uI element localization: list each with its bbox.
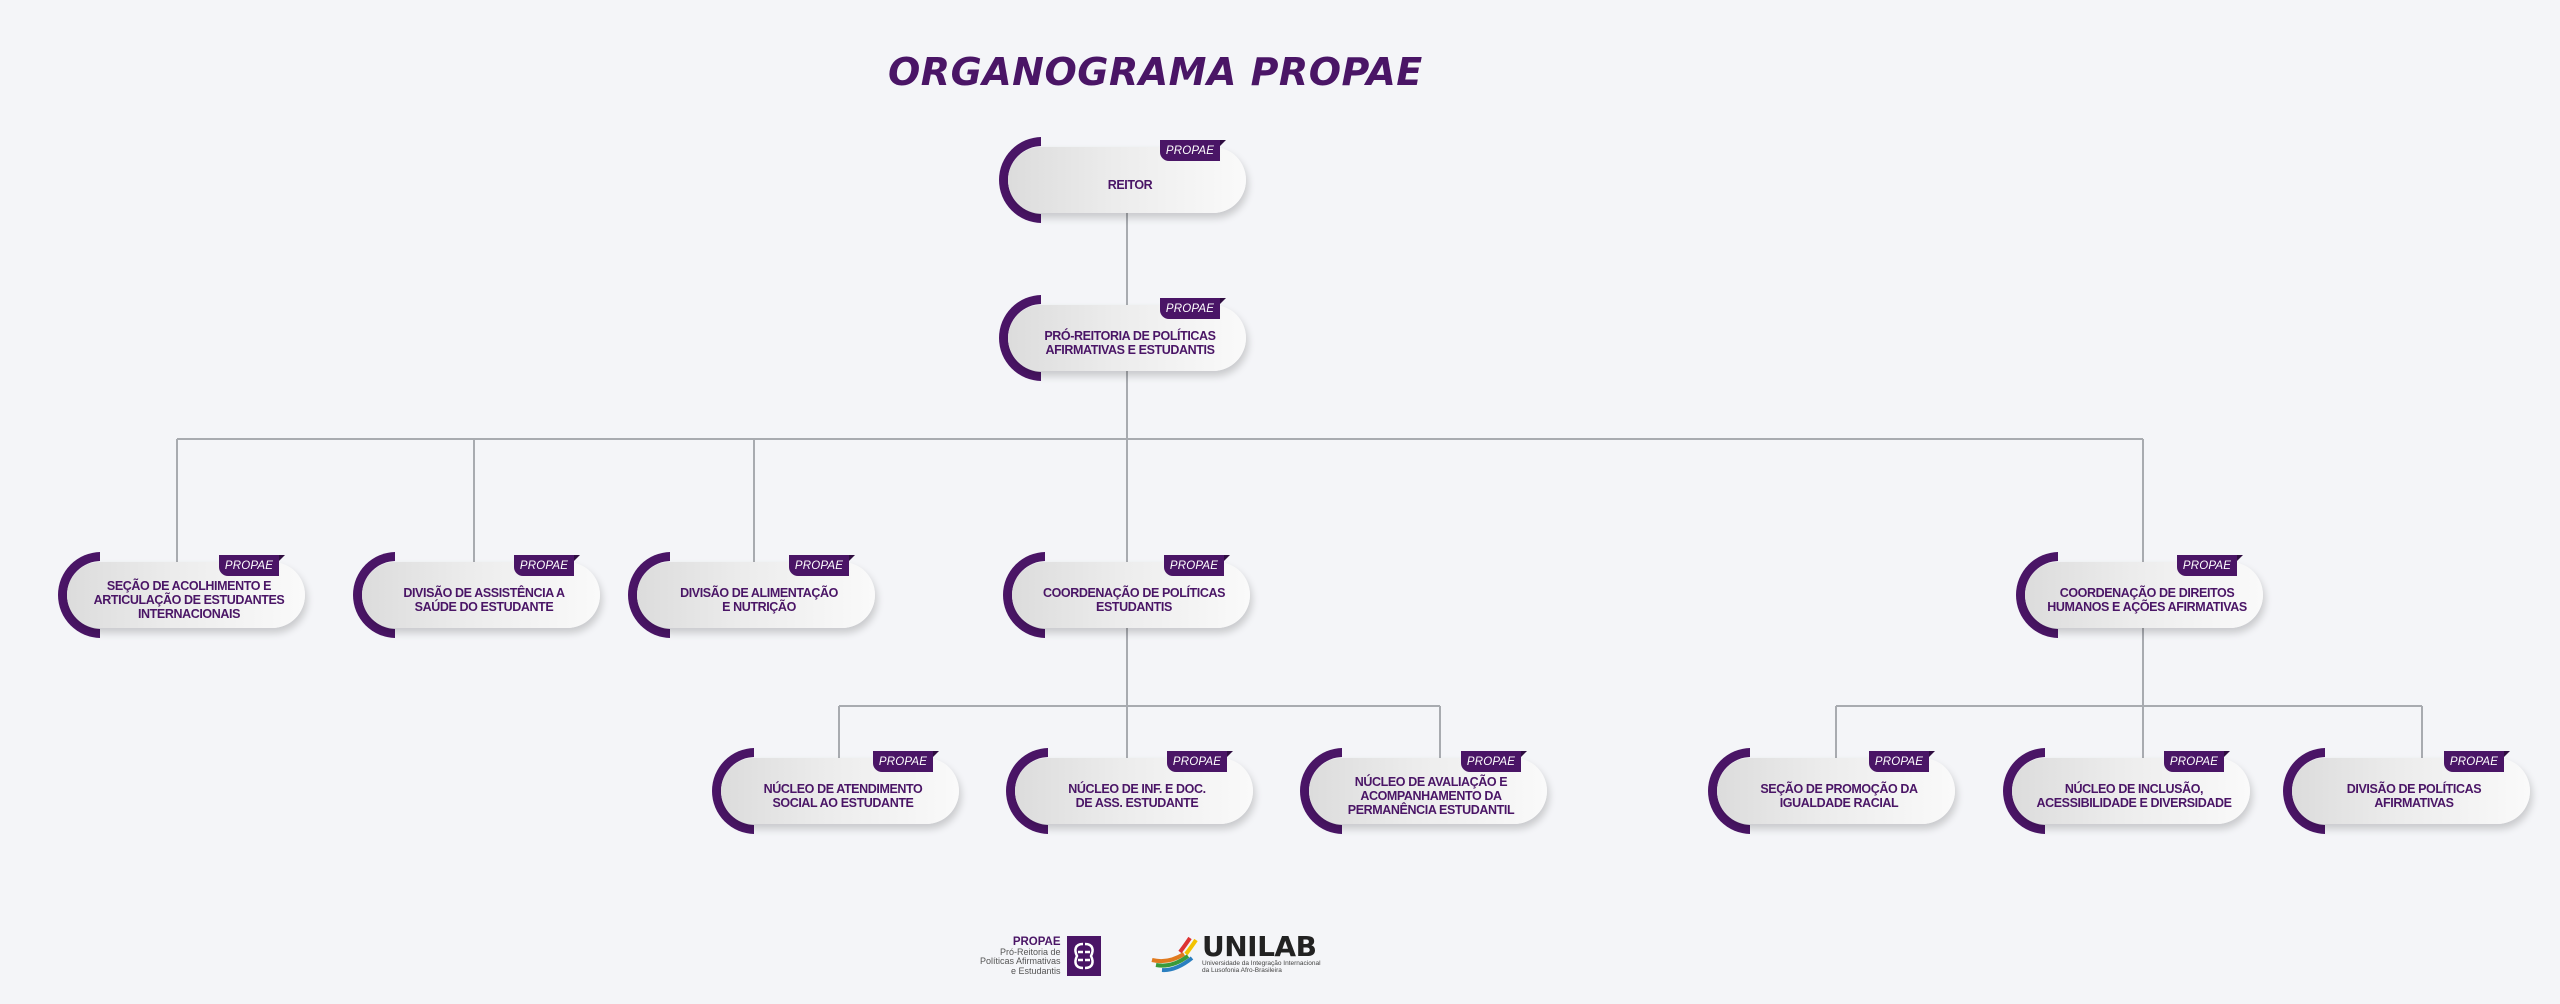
node-nucleo-avaliacao[interactable]: NÚCLEO DE AVALIAÇÃO E ACOMPANHAMENTO DA …	[1300, 748, 1550, 834]
node-coord-direitos-humanos[interactable]: COORDENAÇÃO DE DIREITOS HUMANOS E AÇÕES …	[2016, 552, 2266, 638]
propae-logo-line: e Estudantis	[1011, 965, 1061, 976]
tag-fold-icon	[1224, 555, 1230, 561]
propae-logo-line: Políticas Afirmativas	[980, 956, 1061, 967]
propae-logo-name: PROPAE	[1012, 935, 1061, 948]
propae-tag: PROPAE	[2177, 555, 2237, 576]
tag-fold-icon	[574, 555, 580, 561]
node-label: PRÓ-REITORIA DE POLÍTICAS AFIRMATIVAS E …	[1044, 329, 1216, 357]
unilab-logo: UNILAB Universidade da Integração Intern…	[1150, 930, 1321, 974]
propae-tag: PROPAE	[2444, 751, 2504, 772]
node-label: COORDENAÇÃO DE DIREITOS HUMANOS E AÇÕES …	[2047, 586, 2247, 614]
node-label: SEÇÃO DE ACOLHIMENTO E ARTICULAÇÃO DE ES…	[93, 579, 285, 621]
tag-fold-icon	[1220, 140, 1226, 146]
node-label: NÚCLEO DE AVALIAÇÃO E ACOMPANHAMENTO DA …	[1347, 775, 1515, 817]
tag-fold-icon	[933, 751, 939, 757]
tag-fold-icon	[1929, 751, 1935, 757]
node-divisao-saude[interactable]: DIVISÃO DE ASSISTÊNCIA A SAÚDE DO ESTUDA…	[353, 552, 603, 638]
propae-tag: PROPAE	[1869, 751, 1929, 772]
node-label: SEÇÃO DE PROMOÇÃO DA IGUALDADE RACIAL	[1760, 782, 1918, 810]
node-label: DIVISÃO DE ASSISTÊNCIA A SAÚDE DO ESTUDA…	[403, 586, 565, 614]
unilab-emblem-icon	[1151, 936, 1198, 973]
node-secao-igualdade-racial[interactable]: SEÇÃO DE PROMOÇÃO DA IGUALDADE RACIAL PR…	[1708, 748, 1958, 834]
node-label: DIVISÃO DE POLÍTICAS AFIRMATIVAS	[2346, 782, 2482, 810]
tag-fold-icon	[1521, 751, 1527, 757]
node-label: REITOR	[1107, 178, 1153, 192]
node-label: NÚCLEO DE INF. E DOC. DE ASS. ESTUDANTE	[1068, 782, 1206, 810]
node-reitor[interactable]: REITOR PROPAE	[999, 137, 1249, 223]
node-pro-reitoria[interactable]: PRÓ-REITORIA DE POLÍTICAS AFIRMATIVAS E …	[999, 295, 1249, 381]
tag-fold-icon	[849, 555, 855, 561]
propae-tag: PROPAE	[1160, 298, 1220, 319]
unilab-logo-name: UNILAB	[1202, 930, 1317, 963]
propae-tag: PROPAE	[219, 555, 279, 576]
node-divisao-alimentacao[interactable]: DIVISÃO DE ALIMENTAÇÃO E NUTRIÇÃO PROPAE	[628, 552, 878, 638]
propae-tag: PROPAE	[789, 555, 849, 576]
tag-fold-icon	[2504, 751, 2510, 757]
propae-logo: PROPAE Pró-Reitoria de Políticas Afirmat…	[980, 935, 1101, 977]
propae-tag: PROPAE	[1160, 140, 1220, 161]
propae-tag: PROPAE	[1167, 751, 1227, 772]
tag-fold-icon	[2224, 751, 2230, 757]
node-divisao-politicas-afirmativas[interactable]: DIVISÃO DE POLÍTICAS AFIRMATIVAS PROPAE	[2283, 748, 2533, 834]
propae-tag: PROPAE	[1461, 751, 1521, 772]
node-nucleo-inclusao[interactable]: NÚCLEO DE INCLUSÃO, ACESSIBILIDADE E DIV…	[2003, 748, 2253, 834]
unilab-logo-line: Universidade da Integração Internacional	[1202, 960, 1321, 967]
tag-fold-icon	[2237, 555, 2243, 561]
unilab-logo-line: da Lusofonia Afro-Brasileira	[1202, 967, 1282, 974]
propae-tag: PROPAE	[1164, 555, 1224, 576]
node-label: COORDENAÇÃO DE POLÍTICAS ESTUDANTIS	[1042, 586, 1226, 614]
node-label: NÚCLEO DE ATENDIMENTO SOCIAL AO ESTUDANT…	[763, 782, 923, 810]
node-coord-politicas-estudantis[interactable]: COORDENAÇÃO DE POLÍTICAS ESTUDANTIS PROP…	[1003, 552, 1253, 638]
node-nucleo-atendimento-social[interactable]: NÚCLEO DE ATENDIMENTO SOCIAL AO ESTUDANT…	[712, 748, 962, 834]
node-label: NÚCLEO DE INCLUSÃO, ACESSIBILIDADE E DIV…	[2036, 782, 2232, 810]
propae-tag: PROPAE	[2164, 751, 2224, 772]
node-label: DIVISÃO DE ALIMENTAÇÃO E NUTRIÇÃO	[680, 586, 838, 614]
tag-fold-icon	[1227, 751, 1233, 757]
tag-fold-icon	[1220, 298, 1226, 304]
propae-emblem-icon	[1066, 936, 1101, 976]
chart-title: ORGANOGRAMA PROPAE	[888, 50, 1423, 94]
propae-tag: PROPAE	[873, 751, 933, 772]
propae-tag: PROPAE	[514, 555, 574, 576]
node-nucleo-inf-doc[interactable]: NÚCLEO DE INF. E DOC. DE ASS. ESTUDANTE …	[1006, 748, 1256, 834]
node-secao-acolhimento[interactable]: SEÇÃO DE ACOLHIMENTO E ARTICULAÇÃO DE ES…	[58, 552, 308, 638]
tag-fold-icon	[279, 555, 285, 561]
propae-logo-line: Pró-Reitoria de	[1000, 946, 1061, 957]
